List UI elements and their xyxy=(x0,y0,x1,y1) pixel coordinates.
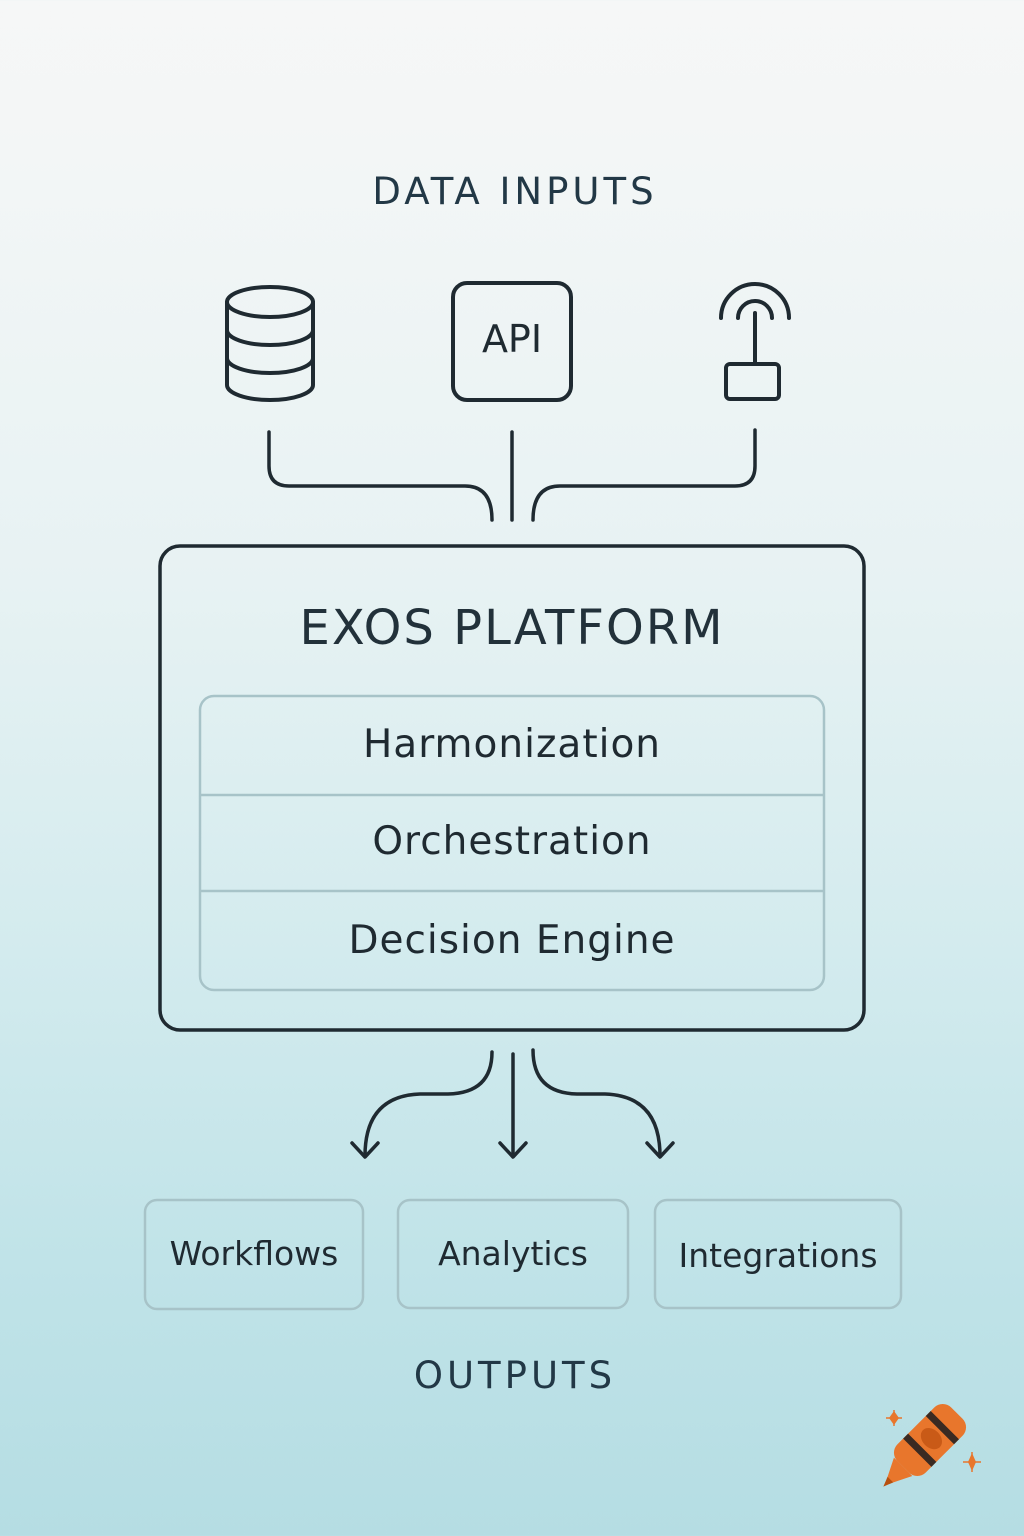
output-box-workflows xyxy=(143,1198,365,1311)
crayon-icon xyxy=(883,1403,981,1487)
output-integrations: Integrations xyxy=(678,1236,878,1275)
layer-harmonization: Harmonization xyxy=(362,722,662,767)
output-box-integrations xyxy=(653,1198,903,1310)
inputs-heading: DATA INPUTS xyxy=(372,170,658,213)
input-connectors xyxy=(267,428,757,522)
output-workflows: Workflows xyxy=(169,1234,339,1273)
database-icon xyxy=(225,285,315,402)
platform-box xyxy=(158,544,866,1032)
output-analytics: Analytics xyxy=(438,1234,588,1273)
outputs-heading: OUTPUTS xyxy=(413,1354,617,1397)
platform-title: EXOS PLATFORM xyxy=(299,600,725,656)
output-box-analytics xyxy=(396,1198,630,1310)
layer-orchestration: Orchestration xyxy=(372,819,652,864)
sensor-icon xyxy=(719,282,791,401)
api-icon xyxy=(451,281,573,402)
output-arrows xyxy=(350,1048,675,1159)
layer-stack xyxy=(198,694,826,992)
output-boxes xyxy=(143,1198,903,1311)
api-label: API xyxy=(481,317,543,361)
layer-decision-engine: Decision Engine xyxy=(348,918,676,963)
